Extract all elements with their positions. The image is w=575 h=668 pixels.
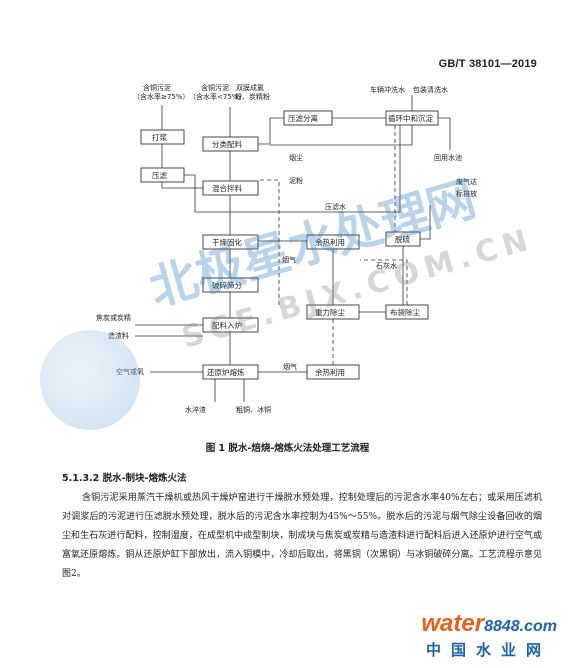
section-paragraph: 含铜污泥采用蒸汽干燥机或热风干燥炉窑进行干燥脱水预处理，控制处理后的污泥含水率4…: [62, 493, 542, 579]
svg-text:循环中和沉淀: 循环中和沉淀: [388, 113, 433, 123]
svg-text:混合拌料: 混合拌料: [212, 183, 242, 193]
watermark-globe-logo: [40, 330, 140, 430]
svg-text:空气或氧: 空气或氧: [116, 367, 144, 376]
svg-text:烟尘: 烟尘: [289, 153, 303, 162]
svg-text:还原炉熔炼: 还原炉熔炼: [207, 367, 245, 377]
svg-text:含铜污泥: 含铜污泥: [201, 83, 229, 92]
svg-text:废气达: 废气达: [456, 177, 477, 186]
svg-text:（含水率<75%）: （含水率<75%）: [189, 92, 245, 101]
box-beating: [140, 129, 185, 145]
svg-text:烟气: 烟气: [282, 255, 296, 264]
svg-text:重力除尘: 重力除尘: [315, 307, 345, 317]
brand-logo: water8848.com: [421, 610, 557, 637]
svg-text:焦炭或炭精: 焦炭或炭精: [96, 313, 131, 322]
svg-text:双膜成氯: 双膜成氯: [236, 83, 264, 92]
svg-text:含铜污泥: 含铜污泥: [143, 83, 171, 92]
svg-text:破碎筛分: 破碎筛分: [212, 280, 242, 290]
svg-text:造渣料: 造渣料: [108, 331, 129, 340]
standard-number: GB/T 38101—2019: [438, 58, 537, 70]
section-heading: 5.1.3.2 脱水-制块-熔炼火法: [62, 473, 187, 484]
svg-text:配料入炉: 配料入炉: [212, 320, 242, 330]
svg-text:分类配料: 分类配料: [212, 139, 242, 149]
svg-text:余热利用: 余热利用: [315, 237, 345, 247]
svg-text:粗铜、冰铜: 粗铜、冰铜: [236, 405, 271, 414]
svg-text:脱硫: 脱硫: [395, 234, 410, 244]
svg-text:布袋除尘: 布袋除尘: [390, 307, 420, 317]
svg-text:车辆冲洗水: 车辆冲洗水: [370, 85, 405, 94]
svg-text:打浆: 打浆: [152, 132, 167, 142]
svg-text:压滤分离: 压滤分离: [288, 113, 318, 123]
box-dry-pelletize: [202, 234, 259, 250]
svg-text:粉、炭精粉: 粉、炭精粉: [235, 92, 270, 101]
svg-text:泥粉: 泥粉: [289, 176, 303, 185]
brand-chinese-name: 中国水业网: [425, 641, 551, 659]
svg-text:石灰水: 石灰水: [376, 261, 397, 270]
process-flow-diagram: 含铜污泥 （含水率≥75%） 含铜污泥 （含水率<75%） 双膜成氯 粉、炭精粉…: [96, 83, 477, 414]
svg-text:压滤: 压滤: [152, 170, 167, 180]
svg-text:烟气: 烟气: [283, 362, 297, 371]
svg-text:标排放: 标排放: [456, 189, 477, 198]
box-crush-screen: [202, 277, 259, 293]
svg-text:压滤水: 压滤水: [325, 202, 346, 211]
svg-text:水淬渣: 水淬渣: [185, 405, 206, 414]
svg-text:余热利用: 余热利用: [315, 367, 345, 377]
svg-text:（含水率≥75%）: （含水率≥75%）: [133, 92, 189, 101]
svg-text:干燥固化: 干燥固化: [212, 237, 242, 247]
svg-text:回用水池: 回用水池: [434, 153, 462, 162]
svg-text:包装清洗水: 包装清洗水: [413, 85, 448, 94]
figure-caption: 图 1 脱水-焙烧-熔炼火法处理工艺流程: [205, 443, 370, 454]
